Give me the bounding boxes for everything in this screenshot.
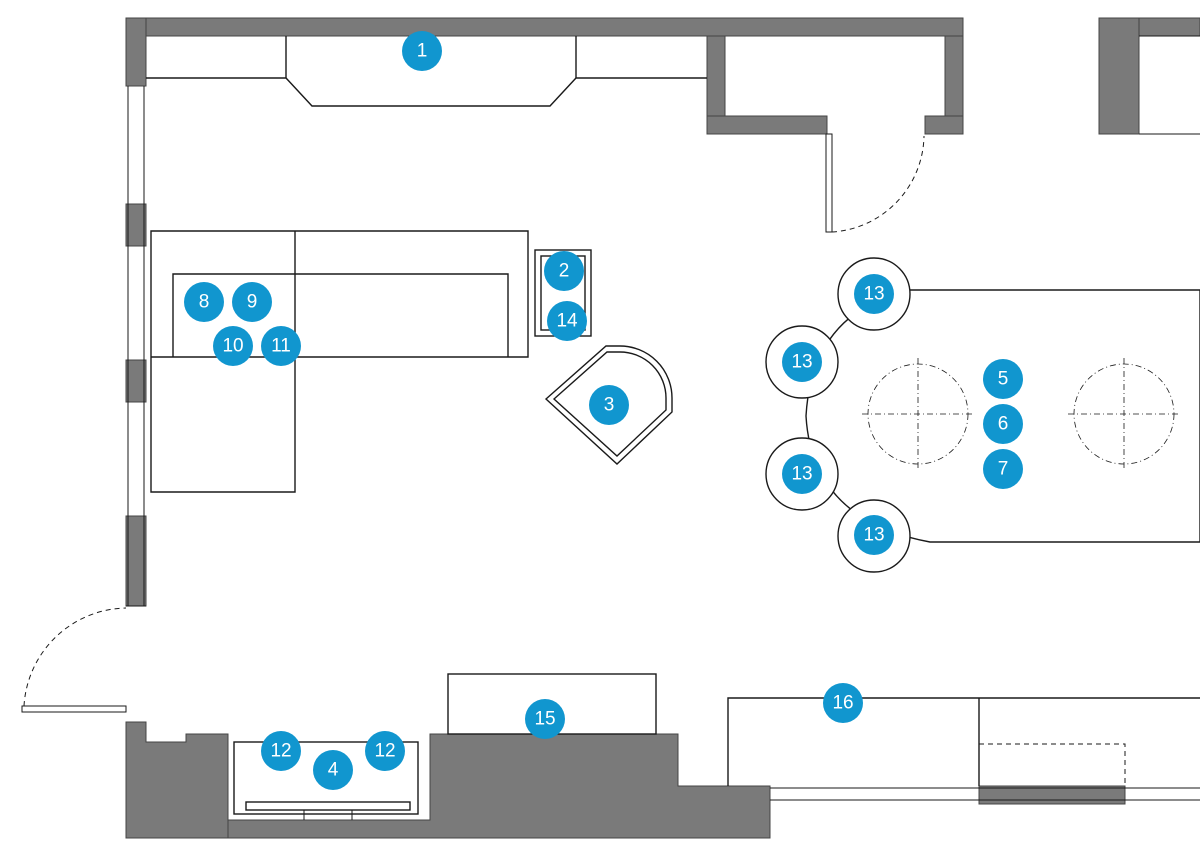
marker-12[interactable]: 12 xyxy=(261,731,301,771)
wall-closet-bottom-left xyxy=(706,115,828,135)
pendant-light-2 xyxy=(1068,358,1180,470)
marker-4[interactable]: 4 xyxy=(313,750,353,790)
wall-top xyxy=(125,17,964,37)
wall-left-pier-1 xyxy=(125,203,147,247)
marker-label: 14 xyxy=(556,311,578,332)
marker-5[interactable]: 5 xyxy=(983,359,1023,399)
marker-label: 15 xyxy=(534,709,555,730)
marker-label: 3 xyxy=(604,395,615,416)
marker-2[interactable]: 2 xyxy=(544,251,584,291)
marker-label: 9 xyxy=(247,292,258,313)
markers: 1 2 3 4 5 6 7 8 9 10 11 12 12 13 13 13 1… xyxy=(184,31,1023,790)
marker-label: 11 xyxy=(271,336,291,357)
marker-13[interactable]: 13 xyxy=(854,515,894,555)
marker-label: 7 xyxy=(998,459,1009,480)
doors xyxy=(21,133,925,713)
marker-13[interactable]: 13 xyxy=(854,274,894,314)
marker-label: 6 xyxy=(998,414,1009,435)
entry-door-leaf xyxy=(21,705,127,713)
wall-left-pier-3 xyxy=(125,515,147,607)
marker-label: 12 xyxy=(374,741,395,762)
marker-label: 13 xyxy=(791,352,812,373)
walls xyxy=(125,17,1200,839)
marker-label: 10 xyxy=(222,336,243,357)
wall-left-pier-2 xyxy=(125,359,147,403)
marker-7[interactable]: 7 xyxy=(983,449,1023,489)
marker-label: 16 xyxy=(832,693,853,714)
closet-door-swing xyxy=(831,135,925,233)
wall-bottom-mid xyxy=(227,733,771,839)
marker-16[interactable]: 16 xyxy=(823,683,863,723)
marker-label: 1 xyxy=(417,41,428,62)
wall-bottom-right-strip xyxy=(978,785,1126,805)
marker-14[interactable]: 14 xyxy=(547,301,587,341)
marker-label: 8 xyxy=(199,292,210,313)
marker-13[interactable]: 13 xyxy=(782,454,822,494)
wall-lines xyxy=(126,35,1200,801)
marker-6[interactable]: 6 xyxy=(983,404,1023,444)
marker-label: 2 xyxy=(559,261,570,282)
marker-1[interactable]: 1 xyxy=(402,31,442,71)
marker-label: 4 xyxy=(328,760,339,781)
built-in-cabinet-top xyxy=(146,36,707,107)
marker-11[interactable]: 11 xyxy=(261,326,301,366)
counter-16 xyxy=(727,697,1200,786)
marker-label: 13 xyxy=(863,525,884,546)
wall-left-top xyxy=(125,17,147,87)
closet-door-leaf xyxy=(825,133,833,233)
entry-door-swing xyxy=(23,607,127,707)
marker-3[interactable]: 3 xyxy=(589,385,629,425)
marker-label: 12 xyxy=(270,741,291,762)
marker-label: 13 xyxy=(791,464,812,485)
marker-12[interactable]: 12 xyxy=(365,731,405,771)
pendant-light-1 xyxy=(862,358,974,470)
marker-9[interactable]: 9 xyxy=(232,282,272,322)
sectional-sofa xyxy=(150,230,529,493)
marker-label: 5 xyxy=(998,369,1009,390)
wall-top-right-side xyxy=(1098,17,1140,135)
wall-closet-bottom-right xyxy=(924,115,964,135)
marker-15[interactable]: 15 xyxy=(525,699,565,739)
wall-bottom xyxy=(125,721,229,839)
marker-10[interactable]: 10 xyxy=(213,326,253,366)
marker-label: 13 xyxy=(863,284,884,305)
marker-8[interactable]: 8 xyxy=(184,282,224,322)
marker-13[interactable]: 13 xyxy=(782,342,822,382)
